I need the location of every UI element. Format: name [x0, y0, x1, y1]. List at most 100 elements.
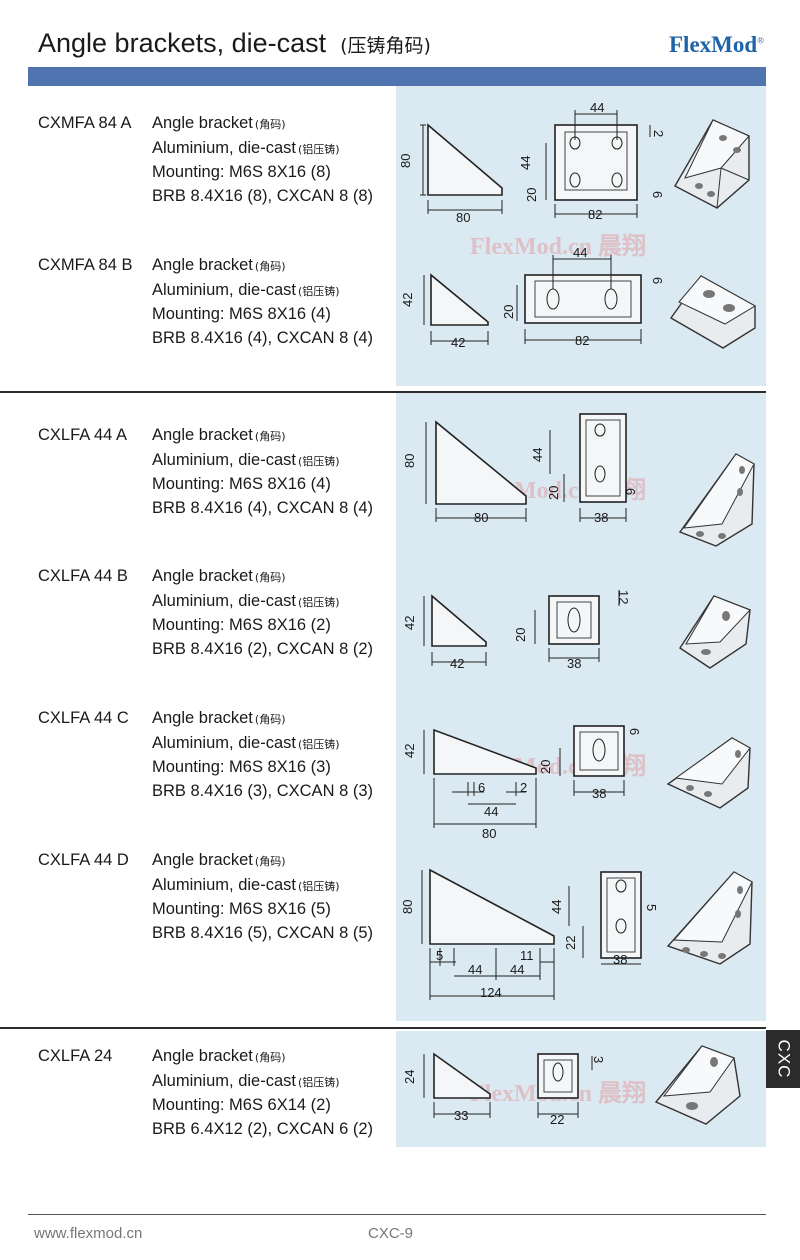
dim-label: 44 [573, 245, 587, 260]
front-view-drawing: 44 22 5 38 [545, 860, 660, 975]
dim-label: 20 [546, 486, 561, 500]
section-divider [0, 1027, 766, 1029]
bracket-3d-image [665, 272, 761, 357]
dim-label: 12 [616, 590, 631, 604]
dim-label: 6 [627, 728, 642, 735]
side-view-drawing: 24 33 [396, 1040, 506, 1130]
dim-label: 6 [623, 488, 638, 495]
dim-label: 44 [510, 962, 524, 977]
product-name: Angle bracket [152, 567, 253, 585]
header-bar [28, 67, 766, 86]
mounting: Mounting: M6S 8X16 (2) [152, 616, 331, 634]
product-name: Angle bracket [152, 114, 253, 132]
dim-label: 82 [575, 333, 589, 348]
dim-label: 5 [644, 904, 659, 911]
side-view-drawing: 80 80 [396, 410, 546, 535]
material: Aluminium, die-cast [152, 875, 296, 894]
front-view-drawing: 44 2 44 20 6 82 [510, 100, 670, 230]
dim-label: 124 [480, 985, 502, 1000]
mounting: Mounting: M6S 8X16 (4) [152, 305, 331, 323]
dim-label: 42 [402, 744, 417, 758]
front-view-drawing: 44 20 6 38 [530, 410, 640, 535]
dim-label: 80 [400, 900, 415, 914]
mounting: Mounting: M6S 8X16 (5) [152, 900, 331, 918]
material: Aluminium, die-cast [152, 280, 296, 299]
mounting: Mounting: M6S 8X16 (3) [152, 758, 331, 776]
material: Aluminium, die-cast [152, 591, 296, 610]
dim-label: 22 [563, 936, 578, 950]
dim-label: 44 [590, 100, 604, 115]
fasteners: BRB 8.4X16 (4), CXCAN 8 (4) [152, 498, 373, 517]
dim-label: 42 [400, 293, 415, 307]
dim-label: 22 [550, 1112, 564, 1127]
bracket-3d-image [676, 450, 761, 555]
dim-label: 38 [567, 656, 581, 671]
dim-label: 6 [650, 191, 665, 198]
front-view-drawing: 20 12 38 [505, 580, 645, 680]
dim-label: 42 [450, 656, 464, 671]
dim-label: 80 [474, 510, 488, 525]
section-tab: CXC [766, 1030, 800, 1088]
dim-label: 44 [530, 448, 545, 462]
brand-logo: FlexMod® [669, 32, 764, 57]
front-view-drawing: 20 6 38 [530, 722, 650, 812]
product-name: Angle bracket [152, 1047, 253, 1065]
side-view-drawing: 42 6 2 44 80 [396, 722, 571, 842]
dim-label: 38 [594, 510, 608, 525]
dim-label: 3 [591, 1056, 606, 1063]
product-code: CXLFA 44 B [38, 567, 128, 585]
dim-label: 2 [651, 130, 666, 137]
bracket-3d-image [664, 868, 759, 973]
dim-label: 80 [482, 826, 496, 841]
product-code: CXLFA 44 C [38, 709, 129, 727]
mounting: Mounting: M6S 8X16 (8) [152, 163, 331, 181]
dim-label: 44 [484, 804, 498, 819]
dim-label: 33 [454, 1108, 468, 1123]
dim-label: 42 [402, 616, 417, 630]
dim-label: 11 [520, 948, 534, 963]
page-title: Angle brackets, die-cast(压铸角码) [38, 28, 431, 58]
dim-label: 44 [518, 156, 533, 170]
front-view-drawing: 3 22 [520, 1040, 620, 1130]
dim-label: 20 [513, 628, 528, 642]
product-code: CXMFA 84 A [38, 114, 132, 132]
dim-label: 42 [451, 335, 465, 350]
product-name: Angle bracket [152, 709, 253, 727]
fasteners: BRB 8.4X16 (3), CXCAN 8 (3) [152, 781, 373, 800]
product-code: CXLFA 44 A [38, 426, 127, 444]
dim-label: 80 [456, 210, 470, 225]
dim-label: 24 [402, 1070, 417, 1084]
fasteners: BRB 8.4X16 (5), CXCAN 8 (5) [152, 923, 373, 942]
dim-label: 6 [650, 277, 665, 284]
side-view-drawing: 42 42 [396, 580, 506, 680]
dim-label: 5 [436, 948, 443, 963]
material: Aluminium, die-cast [152, 1071, 296, 1090]
dim-label: 20 [501, 305, 516, 319]
bracket-3d-image [676, 592, 756, 677]
bracket-3d-image [650, 1040, 750, 1135]
dim-label: 38 [592, 786, 606, 801]
watermark: FlexMod.cn 晨翔 [470, 234, 646, 260]
mounting: Mounting: M6S 6X14 (2) [152, 1096, 331, 1114]
product-name: Angle bracket [152, 256, 253, 274]
side-view-drawing: 80 80 [396, 100, 506, 230]
product-name: Angle bracket [152, 851, 253, 869]
dim-label: 20 [524, 188, 539, 202]
bracket-3d-image [665, 116, 761, 221]
fasteners: BRB 8.4X16 (2), CXCAN 8 (2) [152, 639, 373, 658]
dim-label: 44 [468, 962, 482, 977]
fasteners: BRB 6.4X12 (2), CXCAN 6 (2) [152, 1119, 373, 1138]
bracket-3d-image [664, 732, 759, 817]
dim-label: 6 [478, 780, 485, 795]
product-code: CXLFA 44 D [38, 851, 129, 869]
side-view-drawing: 42 42 [396, 265, 506, 355]
footer-divider [28, 1214, 766, 1215]
footer-url[interactable]: www.flexmod.cn [34, 1225, 143, 1242]
fasteners: BRB 8.4X16 (4), CXCAN 8 (4) [152, 328, 373, 347]
